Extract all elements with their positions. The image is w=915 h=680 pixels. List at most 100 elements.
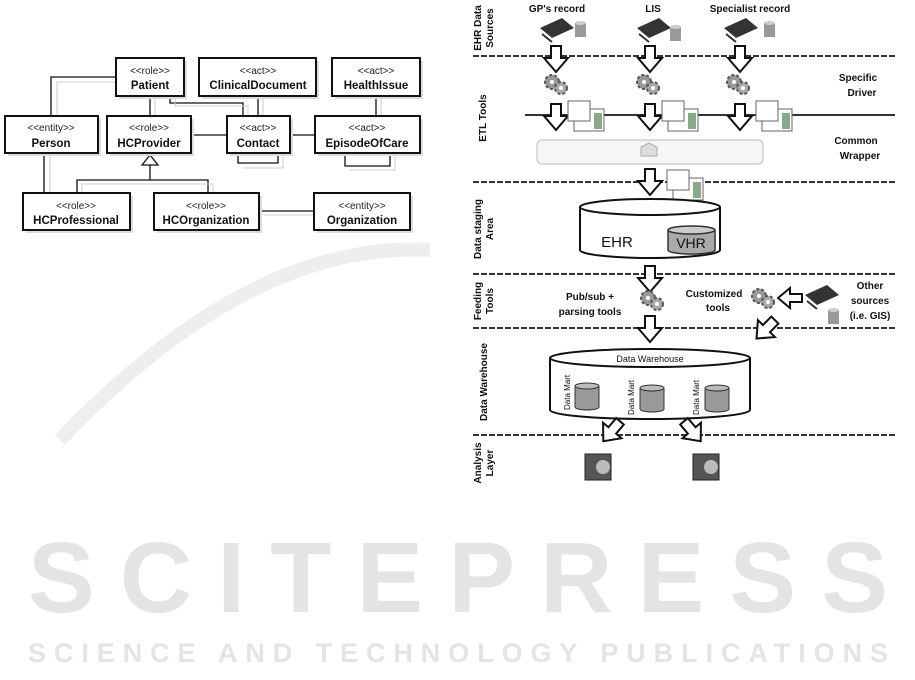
gear-icon (544, 74, 568, 95)
down-arrow-icon (637, 103, 663, 131)
layer-label: ETL Tools (478, 94, 489, 142)
class-stereotype: <<act>> (240, 123, 277, 134)
gear-icon (640, 290, 664, 311)
layer-label: Data Warehouse (479, 343, 490, 421)
pubsub-label: parsing tools (559, 307, 622, 318)
uml-class-clinicaldocument: <<act>> ClinicalDocument (198, 57, 319, 99)
down-arrow-icon (637, 315, 663, 343)
computer-icon (636, 17, 672, 43)
layer-label: Feeding (473, 282, 484, 320)
vhr-database: VHR (667, 225, 716, 255)
layer-label: Sources (485, 8, 496, 48)
data-mart: Data Mart (627, 379, 665, 415)
data-mart-label: Data Mart (627, 379, 636, 415)
class-name: EpisodeOfCare (325, 138, 408, 150)
specific-driver-label: Specific (839, 73, 878, 84)
gear-icon (751, 288, 775, 309)
gear-icon (726, 74, 750, 95)
watermark: SCITEPRESS SCIENCE AND TECHNOLOGY PUBLIC… (28, 242, 888, 668)
database-icon (828, 308, 839, 324)
layer-labels: EHR Data Sources ETL Tools Data staging … (473, 5, 496, 484)
envelope-icon (640, 142, 658, 157)
class-stereotype: <<act>> (349, 123, 386, 134)
class-name: HealthIssue (344, 80, 409, 92)
class-stereotype: <<entity>> (27, 123, 74, 134)
other-sources-label: sources (851, 296, 890, 307)
pubsub-label: Pub/sub + (566, 292, 614, 303)
down-arrow-icon (727, 45, 753, 73)
other-sources-label: Other (857, 281, 884, 292)
gear-icon (636, 74, 660, 95)
watermark-big-text: SCITEPRESS (28, 522, 888, 634)
source-label-gp: GP's record (529, 4, 585, 15)
class-name: ClinicalDocument (209, 80, 306, 92)
class-stereotype: <<role>> (186, 201, 226, 212)
database-icon (575, 21, 586, 37)
class-stereotype: <<entity>> (338, 201, 385, 212)
xml-document-icon (755, 100, 793, 132)
analysis-tool-icon (692, 453, 720, 481)
class-name: Person (32, 138, 71, 150)
specific-driver-label: Driver (848, 88, 877, 99)
data-warehouse-database: Data Warehouse Data Mart Data Mart Data … (549, 348, 751, 420)
layer-label: Area (485, 217, 496, 240)
down-arrow-icon (727, 103, 753, 131)
uml-class-organization: <<entity>> Organization (313, 192, 413, 233)
database-icon (764, 21, 775, 37)
data-mart-label: Data Mart (692, 379, 701, 415)
layer-label: Layer (485, 450, 496, 477)
down-arrow-icon (543, 45, 569, 73)
uml-class-patient: <<role>> Patient (115, 57, 187, 99)
uml-class-episodeofcare: <<act>> EpisodeOfCare (314, 115, 423, 156)
xml-document-icon (661, 100, 699, 132)
watermark-small-text: SCIENCE AND TECHNOLOGY PUBLICATIONS (28, 638, 888, 668)
ehr-label: EHR (601, 234, 633, 251)
database-icon (670, 25, 681, 41)
uml-classes: <<role>> Patient <<act>> ClinicalDocumen… (4, 57, 423, 233)
class-name: Patient (131, 80, 170, 92)
other-sources-label: (i.e. GIS) (850, 311, 891, 322)
uml-diagram (43, 76, 396, 216)
left-arrow-icon (776, 285, 803, 311)
class-name: HCProvider (117, 138, 181, 150)
ehr-database: EHR VHR (579, 198, 721, 259)
customized-tools-label: tools (706, 303, 730, 314)
computer-icon (723, 17, 759, 43)
xml-document-icon (567, 100, 605, 132)
data-mart: Data Mart (692, 379, 730, 415)
class-name: Contact (237, 138, 280, 150)
class-name: HCOrganization (163, 215, 250, 227)
class-stereotype: <<role>> (56, 201, 96, 212)
uml-class-healthissue: <<act>> HealthIssue (331, 57, 423, 99)
down-arrow-icon (543, 103, 569, 131)
class-stereotype: <<act>> (358, 66, 395, 77)
down-arrow-icon (637, 168, 663, 196)
layer-label: Tools (485, 288, 496, 314)
data-mart: Data Mart (563, 374, 600, 411)
diagonal-arrow-icon (747, 310, 785, 348)
xml-document-icon (666, 169, 704, 201)
data-warehouse-label: Data Warehouse (616, 354, 683, 364)
computer-icon (804, 284, 840, 310)
vhr-label: VHR (676, 235, 706, 251)
layer-label: EHR Data (473, 5, 484, 51)
uml-class-hcorganization: <<role>> HCOrganization (153, 192, 262, 233)
down-arrow-icon (637, 265, 663, 293)
computer-icon (539, 17, 575, 43)
layer-label: Analysis (473, 442, 484, 484)
uml-class-hcprofessional: <<role>> HCProfessional (22, 192, 133, 233)
layer-label: Data staging (473, 199, 484, 259)
common-wrapper-label: Wrapper (840, 151, 880, 162)
analysis-tool-icon (584, 453, 612, 481)
class-stereotype: <<role>> (129, 123, 169, 134)
architecture-diagram: EHR Data Sources ETL Tools Data staging … (473, 4, 895, 484)
customized-tools-label: Customized (686, 289, 743, 300)
down-arrow-icon (637, 45, 663, 73)
class-stereotype: <<role>> (130, 66, 170, 77)
class-name: HCProfessional (33, 215, 119, 227)
data-mart-label: Data Mart (563, 374, 572, 410)
class-name: Organization (327, 215, 397, 227)
common-wrapper-label: Common (834, 136, 877, 147)
source-label-specialist: Specialist record (710, 4, 791, 15)
